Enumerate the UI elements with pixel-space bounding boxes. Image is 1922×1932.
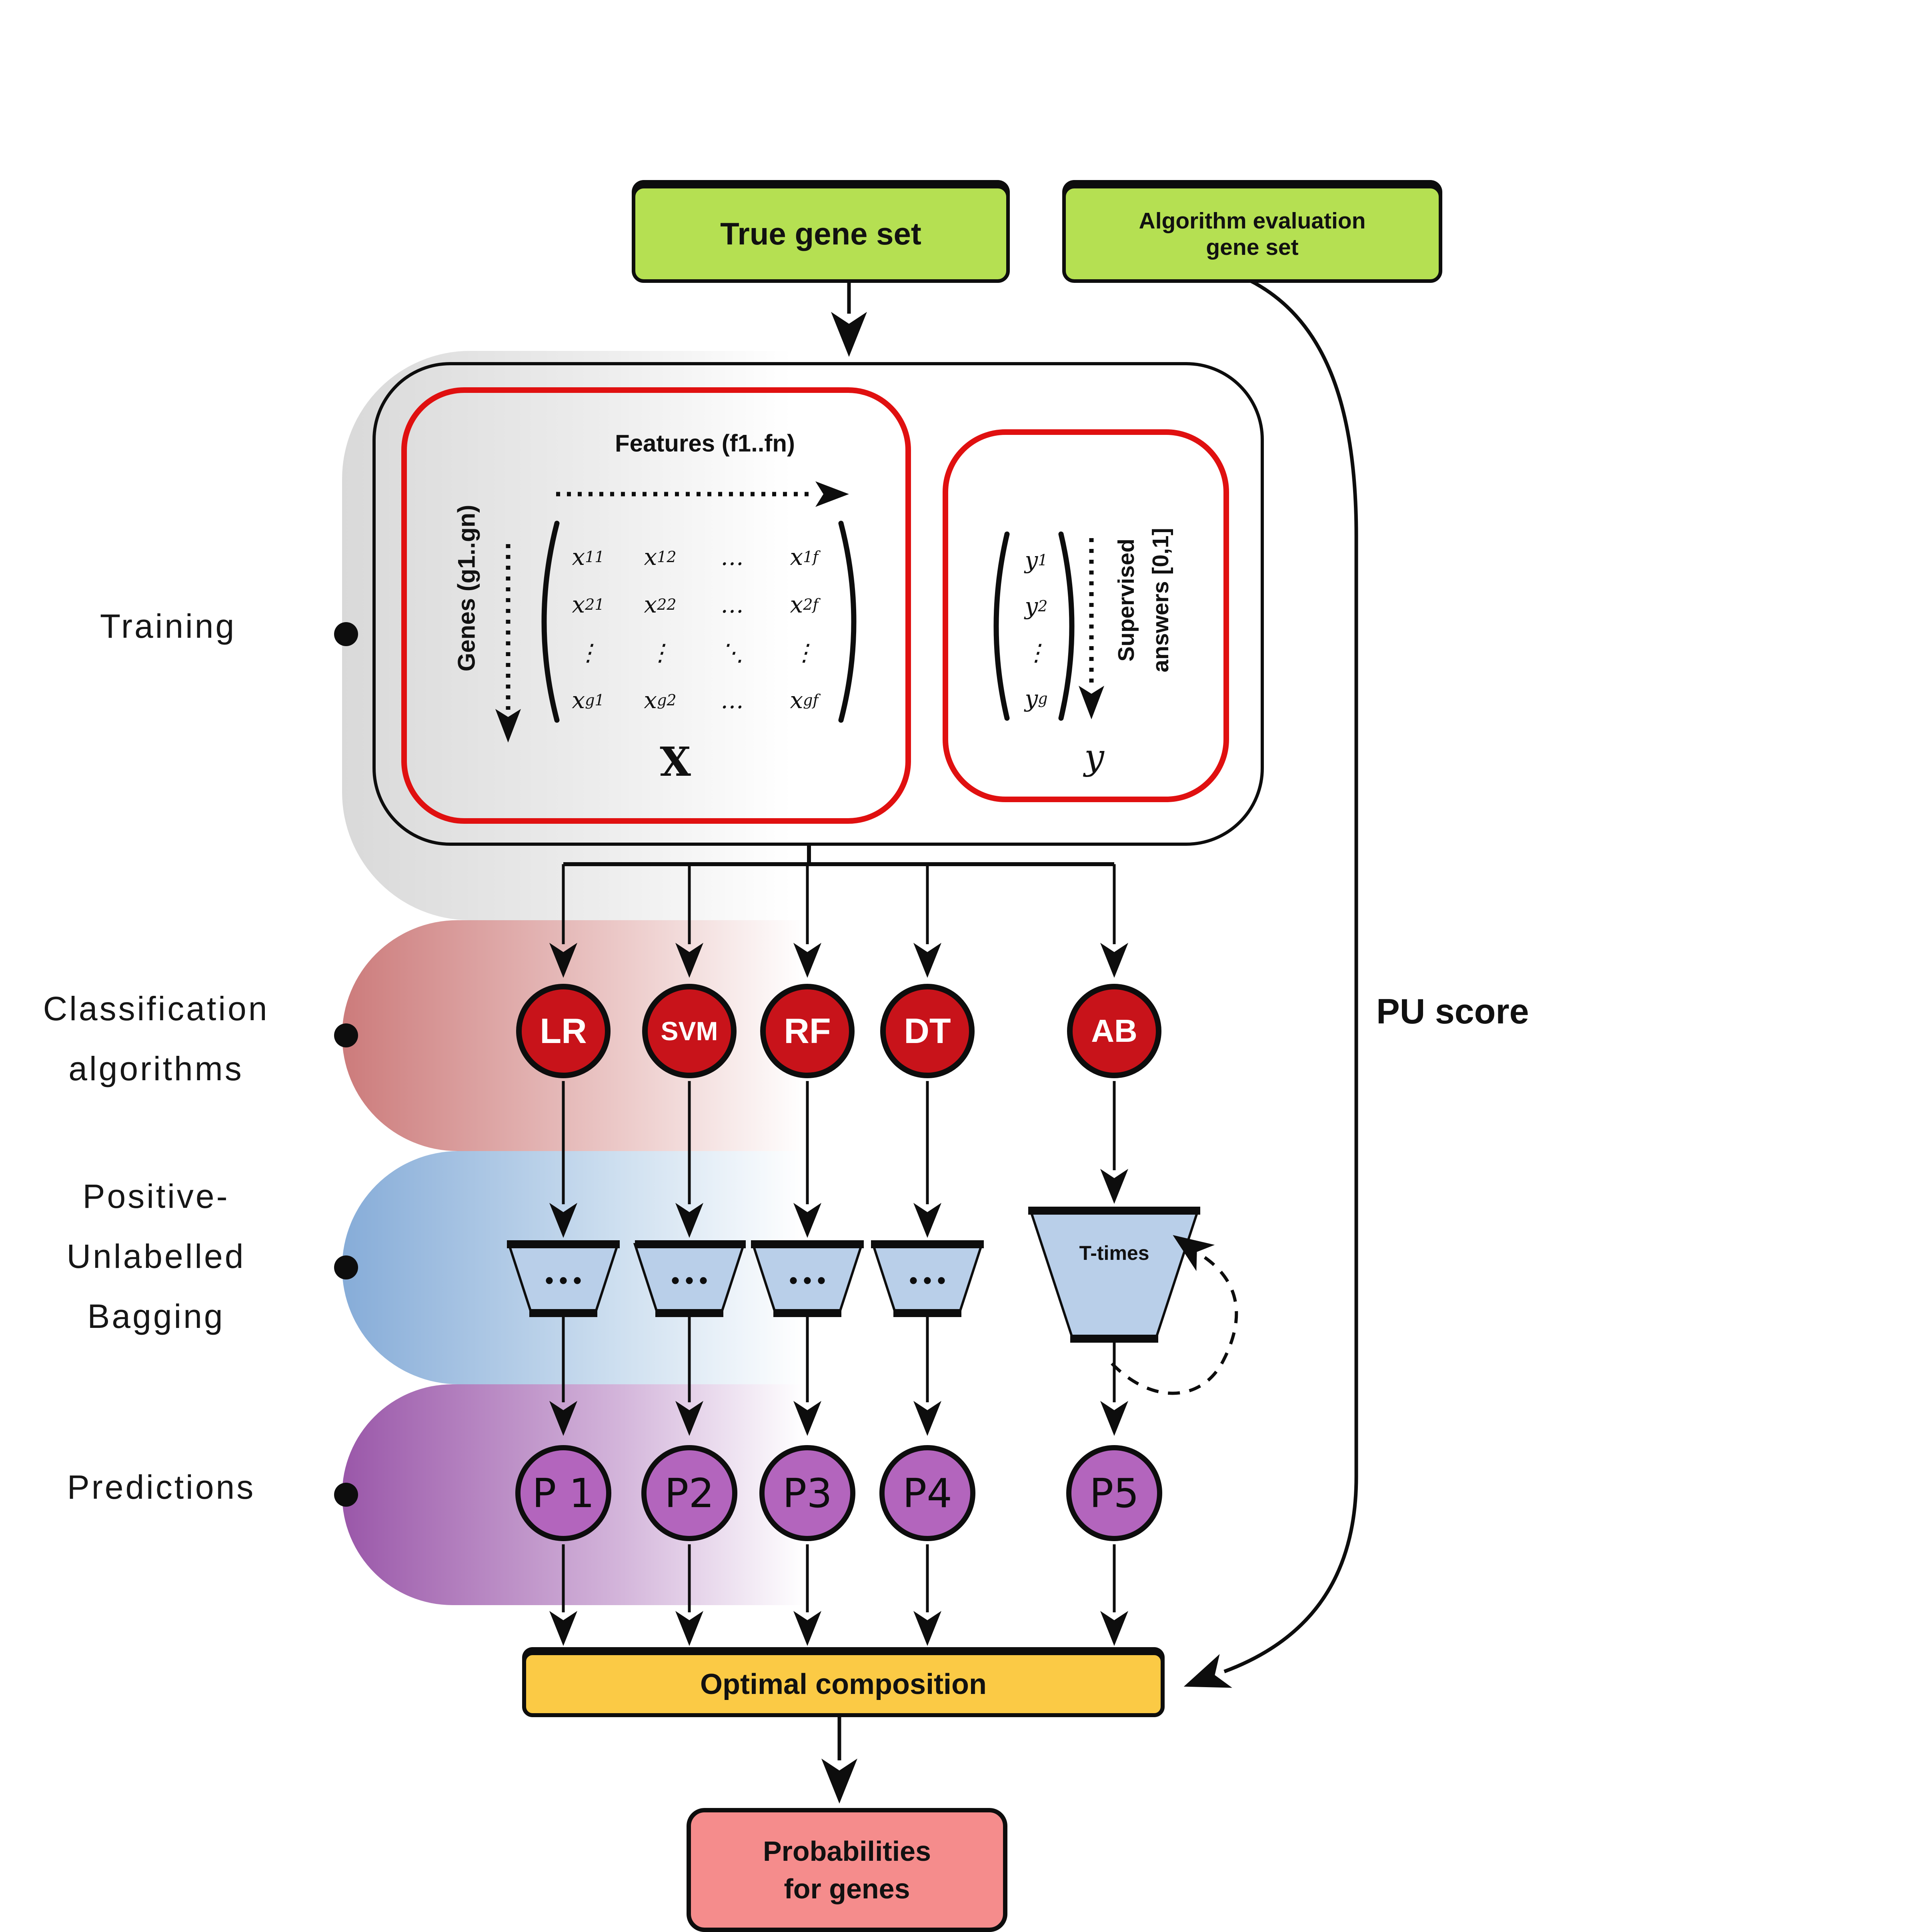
true-gene-set-label: True gene set bbox=[720, 216, 921, 251]
true-gene-set-node: True gene set bbox=[632, 185, 1010, 283]
bagging-to-predictions-arrows bbox=[549, 1317, 1128, 1436]
algorithm-node-dt: DT bbox=[880, 984, 975, 1078]
t-times-loop-arrow bbox=[1111, 1235, 1238, 1395]
training-fanout bbox=[549, 845, 1128, 978]
genes-axis-label: Genes (g1..gn) bbox=[453, 505, 480, 672]
probabilities-node: Probabilities for genes bbox=[687, 1808, 1007, 1932]
vector-y-label: y bbox=[1084, 736, 1104, 778]
matrix-parentheses bbox=[541, 521, 1075, 723]
matrix-cell: … bbox=[721, 687, 744, 714]
prediction-node-p5: P5 bbox=[1066, 1445, 1162, 1541]
algo-eval-label-line2: gene set bbox=[1206, 234, 1299, 260]
matrix-cell: ⋮ bbox=[793, 639, 816, 666]
row-label-predictions: Predictions bbox=[67, 1468, 256, 1506]
t-times-label: T-times bbox=[1079, 1242, 1149, 1264]
pu-score-arrow bbox=[1183, 278, 1358, 1688]
algorithm-evaluation-node: Algorithm evaluation gene set bbox=[1062, 185, 1442, 283]
pu-score-label: PU score bbox=[1376, 991, 1529, 1031]
row-label-training: Training bbox=[100, 607, 236, 645]
row-label-bagging: Positive- Unlabelled Bagging bbox=[66, 1177, 246, 1335]
training-box bbox=[372, 362, 1264, 846]
genes-axis-arrow bbox=[495, 544, 521, 743]
matrix-cell: … bbox=[721, 591, 744, 619]
features-axis-arrow bbox=[556, 481, 849, 507]
matrix-cell: ⋮ bbox=[649, 639, 672, 666]
matrix-cell: ⋱ bbox=[721, 639, 744, 666]
matrix-cell: ⋮ bbox=[577, 639, 600, 666]
matrix-x-label: X bbox=[660, 738, 691, 785]
supervised-answers-label: Supervised answers [0,1] bbox=[1113, 528, 1173, 673]
algo-eval-label-line1: Algorithm evaluation bbox=[1139, 208, 1366, 234]
vector-cell: ⋮ bbox=[1025, 639, 1048, 666]
row-label-classification: Classification algorithms bbox=[43, 990, 269, 1087]
algorithm-node-lr: LR bbox=[516, 984, 611, 1078]
predictions-to-optimal-arrows bbox=[549, 1544, 1128, 1646]
bagging-dots-3: ••• bbox=[789, 1267, 831, 1294]
supervised-axis-arrow bbox=[1079, 538, 1104, 719]
prediction-node-p4: P4 bbox=[879, 1445, 975, 1541]
features-axis-label: Features (f1..fn) bbox=[615, 430, 795, 457]
bagging-dots-1: ••• bbox=[545, 1267, 587, 1294]
algorithm-node-svm: SVM bbox=[642, 984, 737, 1078]
side-label-bullets bbox=[334, 622, 358, 1507]
prediction-node-p1: P 1 bbox=[515, 1445, 611, 1541]
algorithm-node-rf: RF bbox=[760, 984, 855, 1078]
optimal-composition-node: Optimal composition bbox=[522, 1651, 1165, 1717]
algorithm-node-ab: AB bbox=[1067, 984, 1161, 1078]
training-band bbox=[342, 351, 966, 920]
bagging-dots-4: ••• bbox=[909, 1267, 951, 1294]
bagging-dots-2: ••• bbox=[671, 1267, 713, 1294]
prediction-node-p2: P2 bbox=[641, 1445, 737, 1541]
algo-to-bagging-arrows bbox=[549, 1081, 1128, 1238]
matrix-cell: … bbox=[721, 543, 744, 571]
prediction-node-p3: P3 bbox=[759, 1445, 855, 1541]
bagging-trapezoids bbox=[507, 1207, 1200, 1343]
